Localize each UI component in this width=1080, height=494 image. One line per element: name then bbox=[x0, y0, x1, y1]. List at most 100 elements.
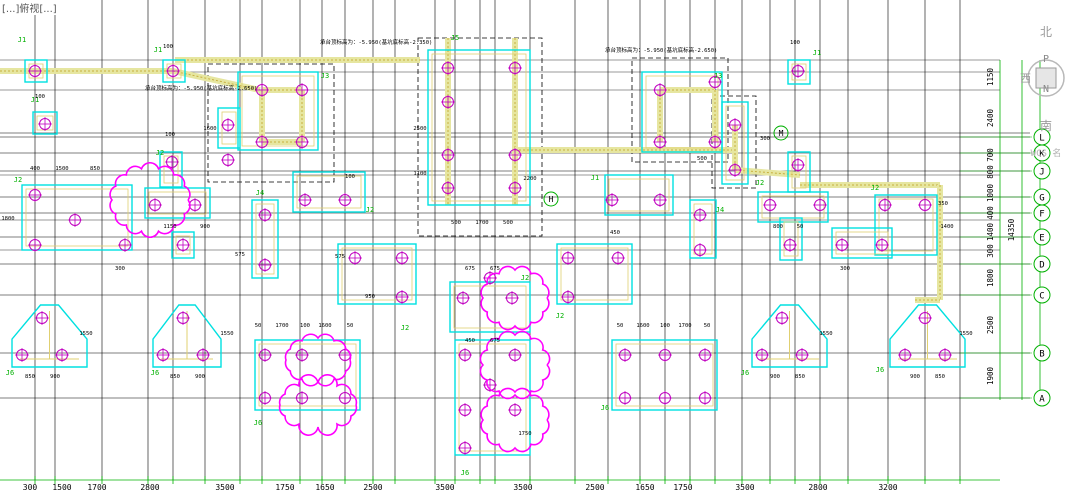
dimension-label: 1550 bbox=[79, 331, 92, 337]
pile-cap-rebar bbox=[241, 75, 315, 147]
cap-elevation-note: 承台顶标高为：-5.950(基坑底标高-2.350) bbox=[320, 38, 432, 46]
wcs-menu[interactable]: WCS 名 bbox=[1031, 147, 1062, 159]
viewcube-top: P bbox=[1043, 54, 1049, 65]
tie-beam-dots bbox=[734, 169, 801, 176]
annotations: 承台顶标高为：-5.950(基坑底标高-2.350)承台顶标高为：-5.950(… bbox=[1, 34, 972, 477]
axis-bubble-label: C bbox=[1039, 292, 1044, 302]
dimension-label: 300 bbox=[115, 266, 125, 272]
cap-label: J2 bbox=[14, 176, 22, 184]
dimension-label: 300 bbox=[840, 266, 850, 272]
pile-cap-rebar bbox=[258, 343, 357, 407]
bottom-dimension: 3500 bbox=[735, 483, 754, 492]
triangular-pile-cap bbox=[889, 304, 966, 368]
excavation-outline bbox=[417, 37, 543, 237]
bottom-dimension: 1650 bbox=[635, 483, 654, 492]
compass-ring-icon bbox=[1027, 59, 1065, 97]
revision-cloud bbox=[284, 333, 352, 387]
dimension-label: 1400 bbox=[940, 224, 953, 230]
excavation-outline bbox=[207, 63, 335, 183]
bottom-dimension: 300 bbox=[23, 483, 38, 492]
dimension-label: 1500 bbox=[55, 166, 68, 172]
dimension-label: 400 bbox=[30, 166, 40, 172]
right-dimension: 1000 bbox=[986, 183, 995, 202]
grid-bubble-icon bbox=[773, 125, 789, 141]
right-dimension: 2400 bbox=[986, 108, 995, 127]
compass-north[interactable]: 北 bbox=[1040, 25, 1052, 39]
right-dimension: 800 bbox=[986, 165, 995, 179]
pile-cap-rebar bbox=[148, 191, 207, 215]
bottom-dimension: 2500 bbox=[363, 483, 382, 492]
cap-label: J6 bbox=[601, 404, 609, 412]
dimension-label: 100 bbox=[165, 132, 175, 138]
pile-cap-outline bbox=[162, 59, 186, 83]
dimension-label: 1700 bbox=[678, 323, 691, 329]
pile-cap-outline bbox=[144, 187, 211, 219]
pile-cap-outline bbox=[292, 171, 366, 213]
axis-bubble-icon bbox=[1033, 162, 1051, 180]
pile-cap-outline bbox=[611, 339, 718, 411]
pile-cap-outline bbox=[779, 217, 803, 261]
pile-cap-rebar bbox=[693, 203, 713, 255]
dimension-label: 1550 bbox=[819, 331, 832, 337]
dimension-label: 1700 bbox=[475, 220, 488, 226]
cap-label: J1 bbox=[813, 49, 821, 57]
pile-cap-outline bbox=[237, 71, 319, 151]
dimension-label: 900 bbox=[50, 374, 60, 380]
dimension-label: 1800 bbox=[1, 216, 14, 222]
dimension-label: 900 bbox=[770, 374, 780, 380]
bottom-dimension: 3200 bbox=[878, 483, 897, 492]
pile-cap-outline bbox=[217, 107, 241, 149]
dimension-label: 100 bbox=[660, 323, 670, 329]
dimension-label: 675 bbox=[490, 338, 500, 344]
cap-label: J2 bbox=[556, 312, 564, 320]
cap-label: J2 bbox=[871, 184, 879, 192]
dimension-label: 950 bbox=[365, 294, 375, 300]
viewcube-face[interactable] bbox=[1035, 67, 1057, 89]
dimension-label: 1100 bbox=[413, 171, 426, 177]
viewport-label[interactable]: [...]俯视[...] bbox=[0, 0, 59, 15]
right-dimension: 700 bbox=[986, 148, 995, 162]
right-dimension: 300 bbox=[986, 244, 995, 258]
dimension-label: 50 bbox=[704, 323, 711, 329]
axis-bubble-label: J bbox=[1039, 168, 1044, 178]
triangular-pile-cap bbox=[11, 304, 88, 368]
dimension-label: 2200 bbox=[523, 176, 536, 182]
pile-cap-outline bbox=[254, 339, 361, 411]
pile-cap-rebar bbox=[255, 203, 275, 275]
pile-cap-rebar bbox=[25, 188, 129, 247]
right-dimension: 1900 bbox=[986, 366, 995, 385]
axis-bubble-label: F bbox=[1039, 210, 1044, 220]
axis-bubble-icon bbox=[1033, 344, 1051, 362]
cap-label: J2 bbox=[756, 179, 764, 187]
compass-west[interactable]: 西 bbox=[1020, 72, 1031, 85]
dimension-label: 1600 bbox=[636, 323, 649, 329]
cap-label: J6 bbox=[876, 366, 884, 374]
pile-cap-rebar bbox=[221, 111, 237, 145]
axis-bubble-icon bbox=[1033, 286, 1051, 304]
dimension-label: 900 bbox=[195, 374, 205, 380]
pile-cap-outline bbox=[831, 227, 893, 259]
bottom-dimension: 1700 bbox=[87, 483, 106, 492]
right-dimension: 2500 bbox=[986, 315, 995, 334]
cap-label: J5 bbox=[451, 34, 459, 42]
dimension-label: 900 bbox=[910, 374, 920, 380]
viewcube[interactable]: 北 P N 西 南 WCS 名 bbox=[1016, 20, 1076, 160]
axis-bubble-icon bbox=[1033, 255, 1051, 273]
dimension-label: 300 bbox=[760, 136, 770, 142]
axis-bubble-label: A bbox=[1039, 395, 1045, 405]
dimension-label: 50 bbox=[617, 323, 624, 329]
compass-south[interactable]: 南 bbox=[1040, 118, 1052, 133]
pile-cap-outline bbox=[689, 199, 717, 259]
pile-cap-outline bbox=[427, 49, 531, 206]
pile-cap-rebar bbox=[791, 63, 807, 81]
pile-cap-outline bbox=[159, 151, 183, 188]
piles bbox=[15, 61, 952, 455]
bottom-dimension: 2500 bbox=[585, 483, 604, 492]
dimension-label: 850 bbox=[935, 374, 945, 380]
pile-cap-rebar bbox=[645, 75, 719, 149]
cap-label: J2 bbox=[401, 324, 409, 332]
cap-label: J2 bbox=[156, 149, 164, 157]
